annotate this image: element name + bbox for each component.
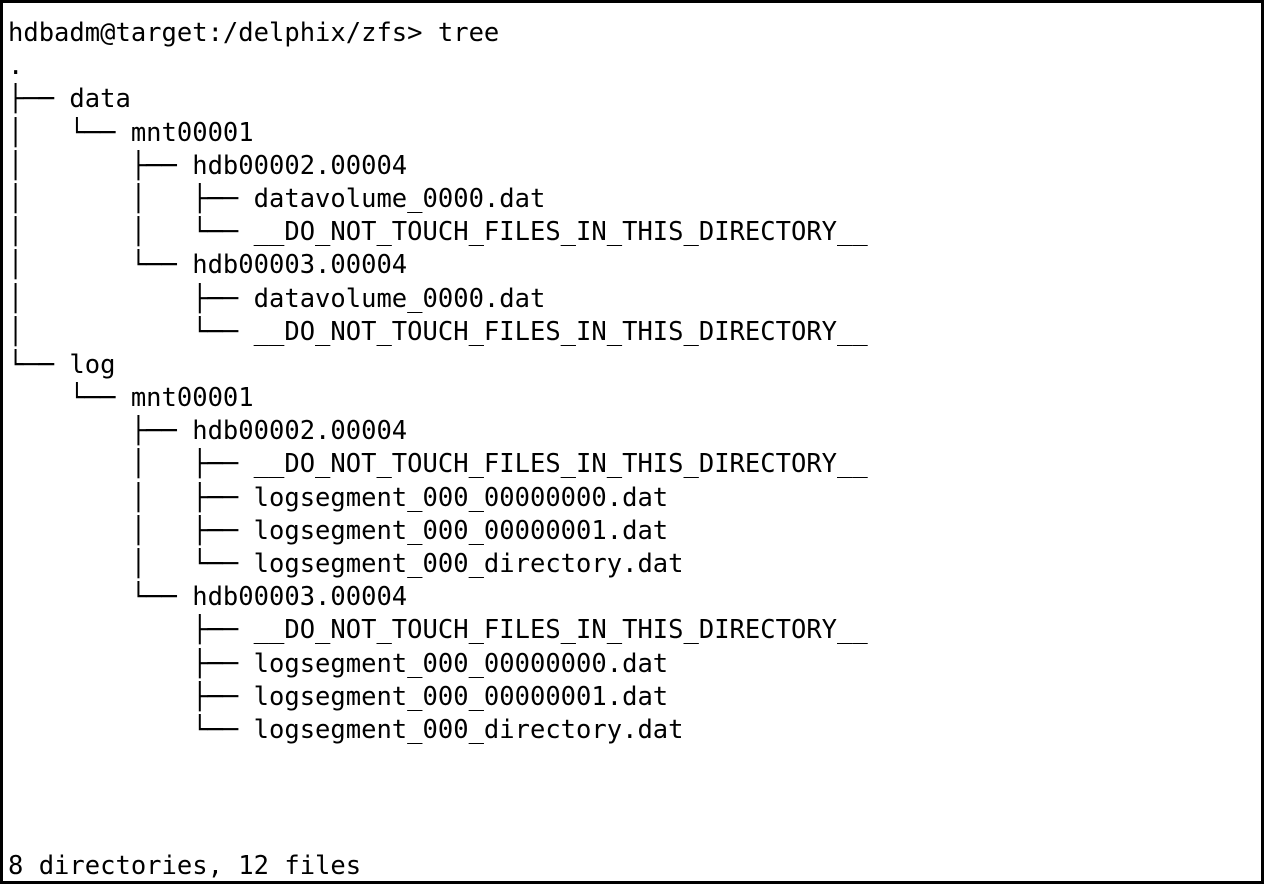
tree-line: │ ├── hdb00002.00004 (8, 150, 408, 181)
terminal-output-area[interactable]: hdbadm@target:/delphix/zfs> tree . ├── d… (8, 3, 1261, 881)
tree-line: └── log (8, 349, 116, 380)
tree-line: │ ├── __DO_NOT_TOUCH_FILES_IN_THIS_DIREC… (8, 449, 868, 480)
tree-line: │ └── hdb00003.00004 (8, 250, 408, 281)
tree-line: ├── hdb00002.00004 (8, 416, 408, 447)
tree-line: └── hdb00003.00004 (8, 582, 408, 613)
tree-line: │ ├── datavolume_0000.dat (8, 283, 546, 314)
tree-line: ├── logsegment_000_00000000.dat (8, 648, 669, 679)
tree-line: ├── data (8, 84, 131, 115)
tree-output: . ├── data │ └── mnt00001 │ ├── hdb00002… (8, 50, 1261, 747)
tree-summary-line: 8 directories, 12 files (8, 850, 362, 881)
tree-line: │ └── __DO_NOT_TOUCH_FILES_IN_THIS_DIREC… (8, 316, 868, 347)
tree-line: │ └── mnt00001 (8, 117, 254, 148)
tree-line: └── mnt00001 (8, 383, 254, 414)
tree-line: . (8, 51, 24, 82)
shell-prompt-line: hdbadm@target:/delphix/zfs> tree (8, 18, 500, 48)
tree-line: │ │ ├── datavolume_0000.dat (8, 183, 546, 214)
tree-line: │ ├── logsegment_000_00000001.dat (8, 515, 669, 546)
tree-line: └── logsegment_000_directory.dat (8, 714, 684, 745)
tree-line: │ │ └── __DO_NOT_TOUCH_FILES_IN_THIS_DIR… (8, 217, 868, 248)
tree-line: │ ├── logsegment_000_00000000.dat (8, 482, 669, 513)
tree-line: │ └── logsegment_000_directory.dat (8, 549, 684, 579)
tree-line: ├── logsegment_000_00000001.dat (8, 681, 669, 712)
tree-line: ├── __DO_NOT_TOUCH_FILES_IN_THIS_DIRECTO… (8, 615, 868, 646)
